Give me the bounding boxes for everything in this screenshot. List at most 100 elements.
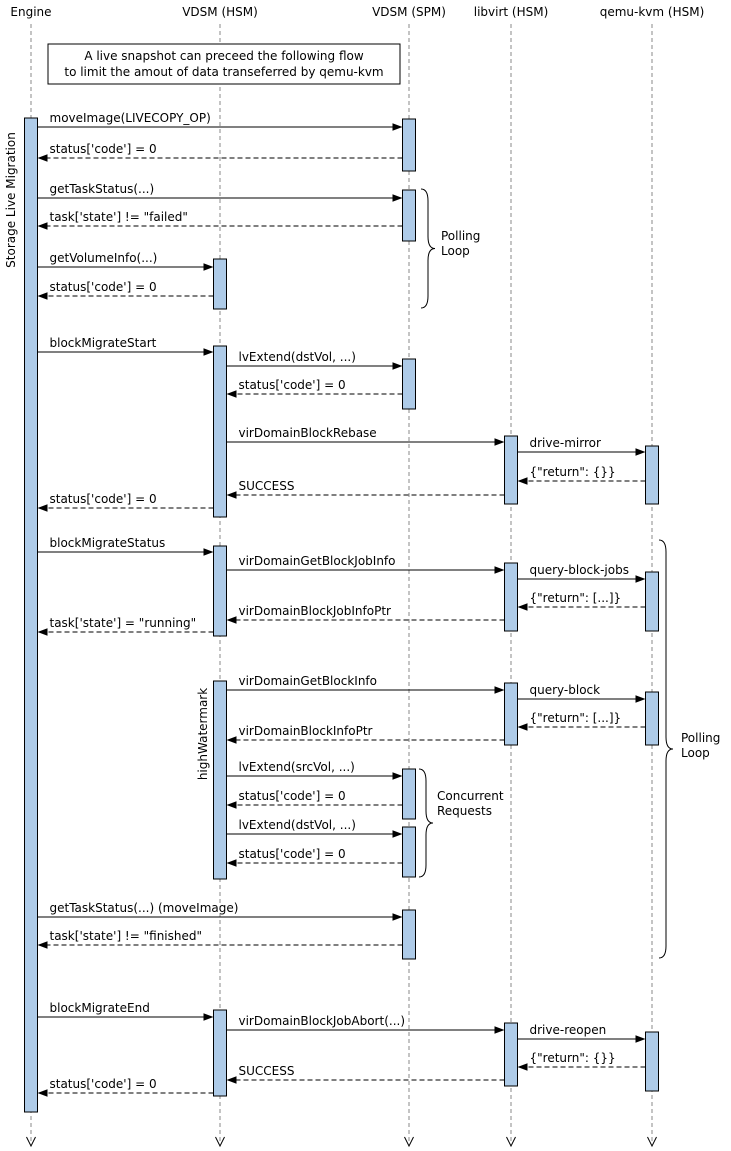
activation-bar [504,682,518,746]
rotated-label: Storage Live Migration [4,132,18,268]
message-label: virDomainBlockJobAbort(...) [239,1014,406,1028]
message-label: status['code'] = 0 [50,492,157,506]
actor-label: libvirt (HSM) [474,5,549,19]
message-label: query-block-jobs [530,563,629,577]
message-label: getVolumeInfo(...) [50,251,158,265]
actor-label: Engine [10,5,51,19]
lifeline-end-arrow-icon [215,1136,225,1148]
activation-bar [645,445,659,505]
message-label: query-block [530,683,601,697]
brace [658,539,674,959]
note-text: to limit the amout of data transeferred … [64,65,383,79]
message-label: SUCCESS [239,1064,295,1078]
activation-bar [402,189,416,242]
brace [418,768,434,878]
rotated-label: highWatermark [196,688,210,780]
message-arrowhead-icon [494,438,505,446]
lifeline-end-arrow-icon [506,1136,516,1148]
message-label: moveImage(LIVECOPY_OP) [50,111,211,125]
activation-bar [504,562,518,632]
message-label: status['code'] = 0 [50,142,157,156]
message-arrowhead-icon [517,603,528,611]
activation-bar [402,909,416,960]
message-label: {"return": [...]} [530,711,622,725]
message-arrowhead-icon [203,263,214,271]
message-arrowhead-icon [635,695,646,703]
message-arrowhead-icon [226,736,237,744]
message-arrowhead-icon [635,1035,646,1043]
activation-bar [24,117,38,1113]
message-arrowhead-icon [203,1013,214,1021]
brace-label: Concurrent [437,789,504,803]
message-label: task['state'] != "finished" [50,929,203,943]
message-label: drive-mirror [530,436,601,450]
message-label: {"return": {}} [530,1051,616,1065]
activation-bar [402,826,416,878]
message-arrowhead-icon [37,941,48,949]
message-arrowhead-icon [226,859,237,867]
brace-label: Polling [681,731,720,745]
message-label: {"return": [...]} [530,591,622,605]
message-label: blockMigrateStart [50,336,157,350]
message-arrowhead-icon [37,292,48,300]
message-label: virDomainBlockJobInfoPtr [239,604,392,618]
activation-bar [213,680,227,880]
message-arrowhead-icon [37,222,48,230]
message-label: lvExtend(dstVol, ...) [239,818,356,832]
message-label: virDomainBlockInfoPtr [239,724,373,738]
message-label: getTaskStatus(...) [50,182,155,196]
note-box [47,43,401,85]
message-label: status['code'] = 0 [50,280,157,294]
message-arrowhead-icon [203,348,214,356]
message-label: status['code'] = 0 [239,378,346,392]
message-label: lvExtend(dstVol, ...) [239,350,356,364]
message-arrowhead-icon [226,1076,237,1084]
note-text: A live snapshot can preceed the followin… [84,49,364,63]
message-label: task['state'] = "running" [50,616,197,630]
message-arrowhead-icon [226,616,237,624]
message-arrowhead-icon [494,566,505,574]
message-arrowhead-icon [37,628,48,636]
activation-bar [504,435,518,505]
message-label: virDomainGetBlockInfo [239,674,378,688]
message-label: blockMigrateStatus [50,536,166,550]
message-arrowhead-icon [226,390,237,398]
message-arrowhead-icon [37,1089,48,1097]
activation-bar [645,571,659,632]
message-arrowhead-icon [392,123,403,131]
message-label: blockMigrateEnd [50,1001,150,1015]
message-arrowhead-icon [392,362,403,370]
message-arrowhead-icon [392,194,403,202]
message-arrowhead-icon [635,448,646,456]
message-arrowhead-icon [517,1063,528,1071]
message-arrowhead-icon [392,772,403,780]
message-arrowhead-icon [494,686,505,694]
message-arrowhead-icon [37,504,48,512]
activation-bar [402,358,416,410]
actor-label: qemu-kvm (HSM) [600,5,705,19]
message-label: drive-reopen [530,1023,607,1037]
brace-label: Requests [437,804,492,818]
message-arrowhead-icon [517,477,528,485]
message-arrowhead-icon [494,1026,505,1034]
message-label: task['state'] != "failed" [50,210,188,224]
actor-label: VDSM (SPM) [372,5,446,19]
activation-bar [645,1031,659,1092]
lifeline-end-arrow-icon [647,1136,657,1148]
message-arrowhead-icon [203,548,214,556]
brace-label: Loop [441,244,470,258]
message-arrowhead-icon [392,830,403,838]
activation-bar [213,258,227,310]
message-arrowhead-icon [37,154,48,162]
message-label: getTaskStatus(...) (moveImage) [50,901,239,915]
lifeline-end-arrow-icon [404,1136,414,1148]
message-arrowhead-icon [635,575,646,583]
message-label: status['code'] = 0 [239,789,346,803]
activation-bar [213,345,227,518]
activation-bar [213,545,227,637]
message-label: status['code'] = 0 [239,847,346,861]
activation-bar [645,691,659,746]
activation-bar [402,118,416,172]
